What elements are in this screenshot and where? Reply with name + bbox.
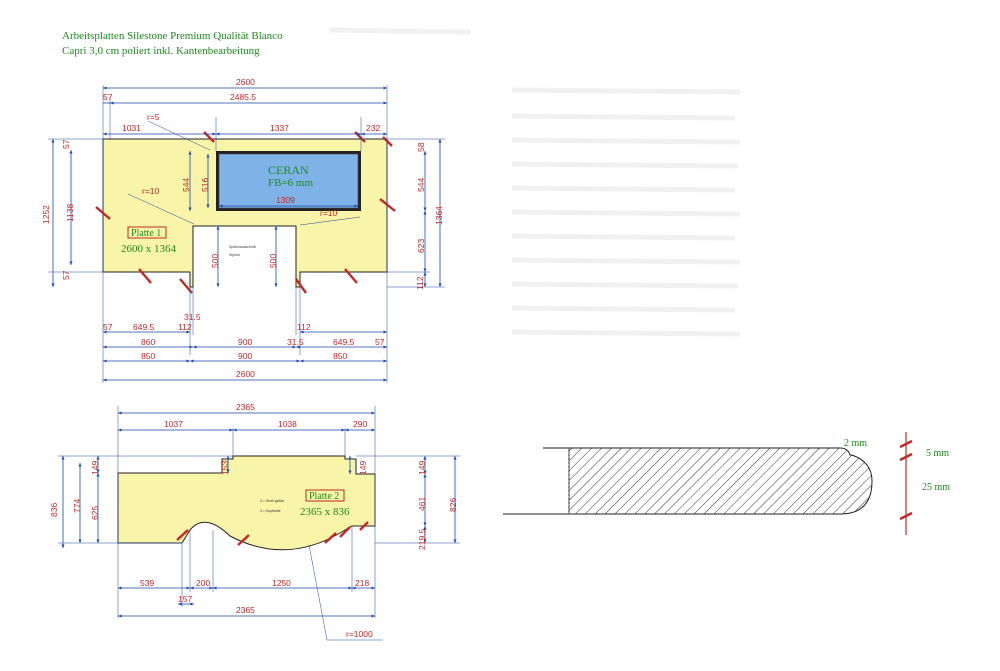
dim-label: 1364 <box>434 206 444 225</box>
edge-note-2mm: 2 mm <box>844 438 867 449</box>
dim-label: 900 <box>238 337 252 347</box>
dim-label: 31.5 <box>184 312 201 322</box>
faint-background-marks <box>329 27 741 337</box>
dim-label: 774 <box>72 499 82 513</box>
dim-label: 1038 <box>278 419 297 429</box>
plate-2-center-note-1: 3 = Snell gelöst <box>260 499 284 503</box>
dim-label: 290 <box>353 419 367 429</box>
dim-label: 544 <box>181 178 191 192</box>
plate-2-size: 2365 x 836 <box>300 506 350 518</box>
dim-label: 1337 <box>270 123 289 133</box>
dim-label: 232 <box>366 123 380 133</box>
dim-label: 500 <box>268 254 278 268</box>
dim-label: 219.5 <box>417 528 427 550</box>
radius-r10-right-label: r=10 <box>320 208 338 218</box>
dim-label: 2485.5 <box>230 92 256 102</box>
dim-label: 2365 <box>236 605 255 615</box>
dim-label: 149 <box>90 461 100 475</box>
dim-label: 2600 <box>236 77 255 87</box>
dim-label: 649.5 <box>333 337 355 347</box>
dim-label: 57 <box>103 322 113 332</box>
edge-profile: 2 mm 5 mm 25 mm <box>503 432 950 535</box>
dim-label: 850 <box>141 351 155 361</box>
dim-label: 57 <box>61 270 71 280</box>
dim-label: 200 <box>196 578 210 588</box>
dim-label: 58 <box>416 142 426 152</box>
plate-1-label: Platte 1 <box>131 228 161 239</box>
dim-label: 1031 <box>122 123 141 133</box>
dim-label: 218 <box>355 578 369 588</box>
dim-label: 836 <box>49 503 59 517</box>
dim-label: 500 <box>210 254 220 268</box>
ceran-label: CERAN <box>268 163 309 177</box>
dim-label: 649.5 <box>133 322 155 332</box>
dim-label: 826 <box>448 498 458 512</box>
dim-label: 2600 <box>236 369 255 379</box>
dim-label: 516 <box>200 178 210 192</box>
edge-dim-5mm: 5 mm <box>926 448 949 459</box>
edge-profile-section <box>568 447 873 515</box>
plate-1-center-note-1: Spülenausschnitt <box>229 245 256 249</box>
plate-2-label: Platte 2 <box>309 491 339 502</box>
plate-2-dimension-labels: 2365 1037 1038 290 836 774 625 149 153 1… <box>49 402 458 615</box>
dim-label: 1250 <box>272 578 291 588</box>
dim-label: 850 <box>333 351 347 361</box>
dim-label: 149 <box>358 461 368 475</box>
plate-2-edge-markers <box>176 521 369 546</box>
plate-1-size: 2600 x 1364 <box>121 243 177 255</box>
dim-label: 623 <box>416 239 426 253</box>
ceran-note: FB=6 mm <box>268 177 313 189</box>
dim-label: 112 <box>297 322 311 332</box>
plate-2-center-note-2: 4 = Kopfseite <box>260 509 281 513</box>
dim-label: 57 <box>103 92 113 102</box>
dim-label: 112 <box>178 322 192 332</box>
dim-label: 539 <box>140 578 154 588</box>
plate-2: Platte 2 2365 x 836 3 = Snell gelöst 4 =… <box>49 402 460 641</box>
radius-r1000-label: r=1000 <box>346 629 373 639</box>
plate-1: CERAN FB=6 mm Platte 1 2600 x 1364 Spüle… <box>41 77 445 383</box>
plate-1-dimension-labels: 2600 2485.5 57 1031 1337 232 1252 1138 5… <box>41 77 444 379</box>
dim-label: 461 <box>417 497 427 511</box>
dim-label: 1138 <box>65 203 75 222</box>
dim-label: 860 <box>141 337 155 347</box>
dim-label: 157 <box>178 594 192 604</box>
dim-label: 31.5 <box>287 337 304 347</box>
drawing-title-line-2: Capri 3,0 cm poliert inkl. Kantenbearbei… <box>62 45 260 57</box>
dim-label: 1037 <box>164 419 183 429</box>
dim-label: 625 <box>90 506 100 520</box>
drawing-title-line-1: Arbeitsplatten Silestone Premium Qualitä… <box>62 30 283 42</box>
plate-1-center-note-2: Siphon <box>229 253 240 257</box>
dim-label: 2365 <box>236 402 255 412</box>
dim-label: 112 <box>415 276 425 290</box>
dim-label: 57 <box>375 337 385 347</box>
plate-1-label-box <box>127 226 167 239</box>
dim-label: 900 <box>238 351 252 361</box>
dim-label: 1252 <box>41 205 51 224</box>
edge-dim-25mm: 25 mm <box>922 482 950 493</box>
dim-label: 544 <box>416 178 426 192</box>
dim-label: 1309 <box>276 195 295 205</box>
radius-r5-label: r=5 <box>147 112 160 122</box>
dim-label: 57 <box>61 139 71 149</box>
dim-label: 149 <box>417 461 427 475</box>
dim-label: 153 <box>220 461 230 475</box>
radius-r10-left-label: r=10 <box>142 186 160 196</box>
plate-2-label-box <box>305 489 345 502</box>
